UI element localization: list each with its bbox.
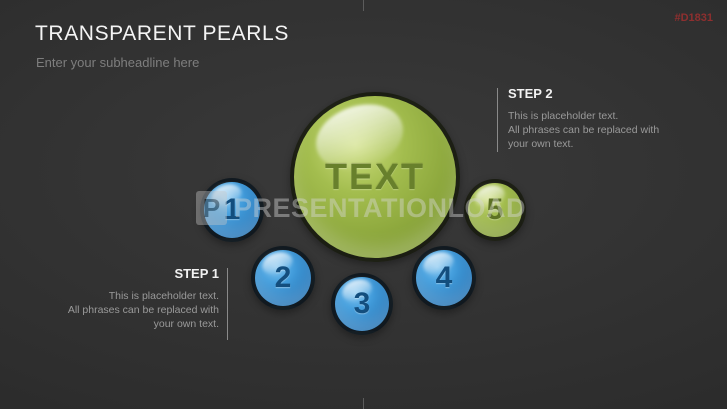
pearl-3: 3: [331, 273, 393, 335]
step-1-text-line: This is placeholder text.: [108, 290, 219, 302]
pearl-3-number: 3: [353, 287, 371, 320]
presentationload-logo-icon: P: [196, 191, 227, 225]
watermark-text: PRESENTATIONLOAD: [234, 192, 527, 223]
crop-mark-top: [363, 0, 364, 11]
subheadline: Enter your subheadline here: [36, 55, 200, 70]
step-1-label: STEP 1: [174, 266, 219, 281]
product-code: #D1831: [674, 12, 713, 24]
pearl-5-number: 5: [486, 193, 504, 226]
pearl-center-label: TEXT: [324, 156, 425, 197]
step-2-text-line: This is placeholder text.: [508, 110, 619, 122]
watermark: P PRESENTATIONLOAD: [196, 191, 526, 225]
pearl-2: 2: [251, 246, 315, 310]
step-2-text-line: your own text.: [508, 138, 574, 150]
step-2-callout: STEP 2 This is placeholder text. All phr…: [497, 86, 687, 152]
step-2-label: STEP 2: [508, 86, 553, 101]
step-1-text: This is placeholder text. All phrases ca…: [0, 289, 219, 331]
step-2-divider: [497, 88, 498, 152]
pearl-center-text: TEXT: [290, 92, 460, 262]
pearl-1: 1: [200, 178, 264, 242]
pearl-2-number: 2: [274, 261, 292, 294]
pearl-5: 5: [464, 179, 526, 241]
step-1-text-line: All phrases can be replaced with: [67, 304, 219, 316]
pearl-4: 4: [412, 246, 476, 310]
step-1-divider: [227, 268, 228, 340]
crop-mark-bottom: [363, 398, 364, 409]
pearl-4-number: 4: [435, 261, 453, 294]
step-2-text-line: All phrases can be replaced with: [508, 124, 660, 136]
page-title: TRANSPARENT PEARLS: [35, 22, 289, 45]
step-2-text: This is placeholder text. All phrases ca…: [508, 109, 687, 151]
step-1-callout: STEP 1 This is placeholder text. All phr…: [0, 266, 228, 340]
pearl-1-number: 1: [223, 193, 241, 226]
step-1-text-line: your own text.: [153, 318, 219, 330]
